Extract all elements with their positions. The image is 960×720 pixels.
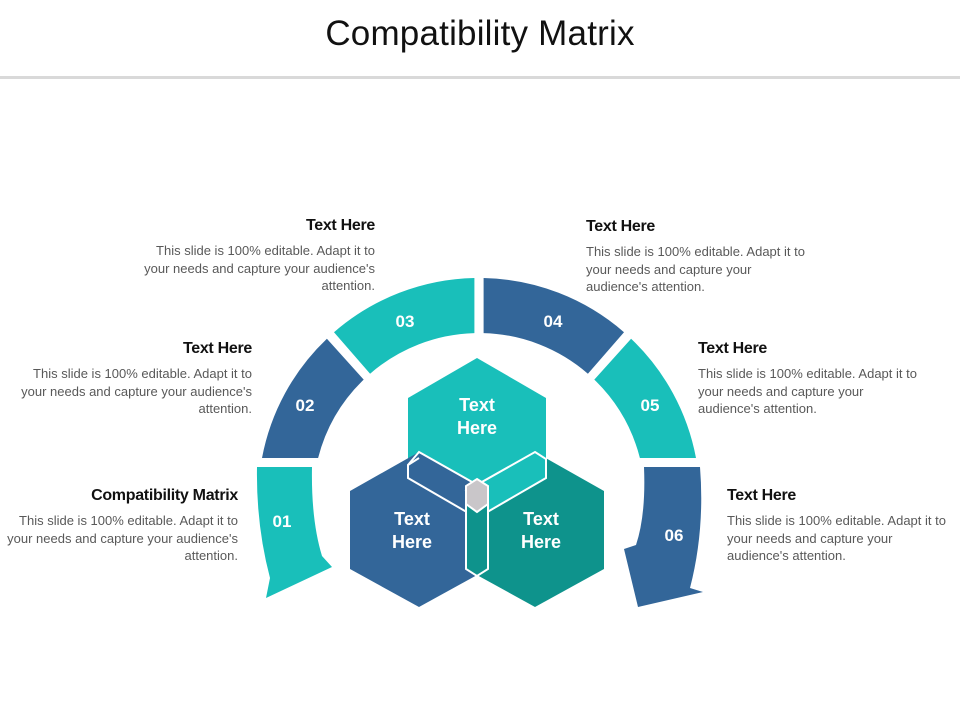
hexagon-right-line1: Text (523, 509, 559, 529)
hexagon-left-line1: Text (394, 509, 430, 529)
text-block-body: This slide is 100% editable. Adapt it to… (21, 366, 252, 416)
segment-04[interactable] (483, 278, 624, 374)
segment-03[interactable] (334, 278, 475, 374)
text-block-body: This slide is 100% editable. Adapt it to… (7, 513, 238, 563)
text-block-title: Text Here (586, 218, 656, 235)
text-block-04: Text Here This slide is 100% editable. A… (586, 217, 816, 296)
segment-01-arrow[interactable] (256, 467, 332, 598)
segment-02[interactable] (262, 338, 364, 458)
text-block-06: Text Here This slide is 100% editable. A… (727, 486, 957, 565)
segment-number-02: 02 (296, 396, 315, 415)
slide-title: Compatibility Matrix (325, 14, 635, 53)
hexagon-top-line2: Here (457, 418, 497, 438)
overlap-outline (407, 457, 420, 478)
text-block-body: This slide is 100% editable. Adapt it to… (727, 513, 946, 563)
segment-06-arrow[interactable] (624, 467, 703, 607)
segment-number-05: 05 (641, 396, 660, 415)
hexagon-left-line2: Here (392, 532, 432, 552)
text-block-title: Text Here (727, 487, 797, 504)
text-block-body: This slide is 100% editable. Adapt it to… (586, 244, 805, 294)
hexagon-top-line1: Text (459, 395, 495, 415)
text-block-body: This slide is 100% editable. Adapt it to… (698, 366, 917, 416)
text-block-title: Text Here (182, 340, 252, 357)
title-divider (0, 76, 960, 79)
segment-number-03: 03 (396, 312, 415, 331)
text-block-title: Text Here (305, 217, 375, 234)
overlap-center (465, 477, 489, 514)
text-block-05: Text Here This slide is 100% editable. A… (698, 339, 928, 418)
text-block-title: Text Here (698, 340, 768, 357)
text-block-body: This slide is 100% editable. Adapt it to… (144, 243, 375, 293)
segment-number-04: 04 (544, 312, 563, 331)
text-block-01: Compatibility Matrix This slide is 100% … (0, 486, 238, 565)
text-block-02: Text Here This slide is 100% editable. A… (12, 339, 252, 418)
hexagon-right-line2: Here (521, 532, 561, 552)
hexagon-labels: Text Here Text Here Text Here (392, 395, 561, 552)
segment-number-06: 06 (665, 526, 684, 545)
segment-numbers: 01 02 03 04 05 06 (273, 312, 684, 545)
segment-05[interactable] (594, 338, 696, 458)
hexagon-cluster (350, 358, 604, 607)
text-block-03: Text Here This slide is 100% editable. A… (135, 216, 375, 295)
text-block-title: Compatibility Matrix (91, 487, 238, 504)
ring-segments (256, 278, 703, 607)
segment-number-01: 01 (273, 512, 292, 531)
